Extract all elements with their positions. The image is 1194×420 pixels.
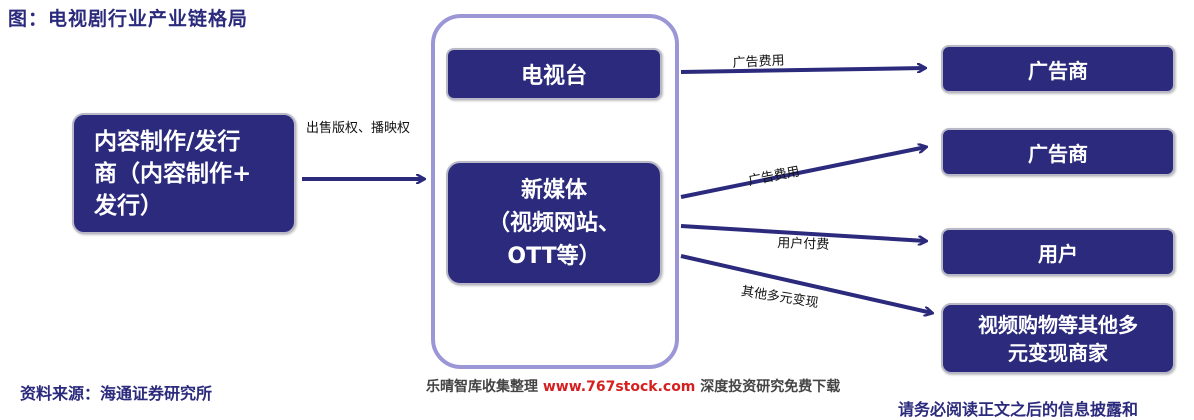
content-producer-box: 内容制作/发行 商（内容制作+ 发行） bbox=[72, 113, 296, 234]
diagram-title: 图：电视剧行业产业链格局 bbox=[8, 8, 249, 30]
user-box: 用户 bbox=[941, 228, 1175, 276]
advertiser-2-label: 广告商 bbox=[1028, 141, 1088, 166]
user-label: 用户 bbox=[1038, 241, 1078, 266]
advertiser-1-label: 广告商 bbox=[1028, 58, 1088, 83]
arrow-newmedia-to-user bbox=[680, 224, 926, 241]
source-note: 资料来源：海通证券研究所 bbox=[20, 384, 213, 403]
watermark-url: www.767stock.com bbox=[542, 379, 696, 395]
other-merchants-line-2: 元变现商家 bbox=[1008, 340, 1108, 365]
other-merchants-box: 视频购物等其他多 元变现商家 bbox=[941, 303, 1175, 374]
new-media-box: 新媒体 （视频网站、 OTT等） bbox=[446, 161, 662, 285]
distribution-channels-frame bbox=[431, 14, 679, 369]
watermark: 乐晴智库收集整理 www.767stock.com 深度投资研究免费下载 bbox=[426, 376, 840, 396]
new-media-line-2: （视频网站、 bbox=[487, 210, 620, 236]
arrow-layer bbox=[302, 0, 1194, 410]
tv-station-box: 电视台 bbox=[446, 48, 662, 100]
arrow-tv-to-advertiser bbox=[680, 68, 925, 74]
new-media-line-1: 新媒体 bbox=[520, 177, 587, 203]
tv-station-label: 电视台 bbox=[520, 64, 587, 89]
content-producer-line-1: 内容制作/发行 bbox=[94, 128, 241, 155]
watermark-suffix: 深度投资研究免费下载 bbox=[695, 379, 841, 395]
arrow-newmedia-to-merchants bbox=[680, 254, 932, 313]
disclosure-note-cut: 请务必阅读正文之后的信息披露和 bbox=[898, 400, 1139, 419]
edge-label-sell: 出售版权、播映权 bbox=[306, 121, 411, 136]
arrow-newmedia-to-advertiser bbox=[680, 147, 926, 199]
advertiser-box-2: 广告商 bbox=[941, 128, 1175, 176]
advertiser-box-1: 广告商 bbox=[941, 45, 1175, 93]
other-merchants-line-1: 视频购物等其他多 bbox=[978, 312, 1138, 337]
content-producer-line-2: 商（内容制作+ bbox=[94, 160, 252, 187]
content-producer-line-3: 发行） bbox=[94, 192, 163, 219]
edge-label-tv-ad-fee: 广告费用 bbox=[732, 53, 785, 71]
watermark-prefix: 乐晴智库收集整理 bbox=[426, 379, 543, 395]
edge-label-user-pay: 用户付费 bbox=[777, 236, 830, 253]
new-media-line-3: OTT等） bbox=[507, 243, 601, 269]
